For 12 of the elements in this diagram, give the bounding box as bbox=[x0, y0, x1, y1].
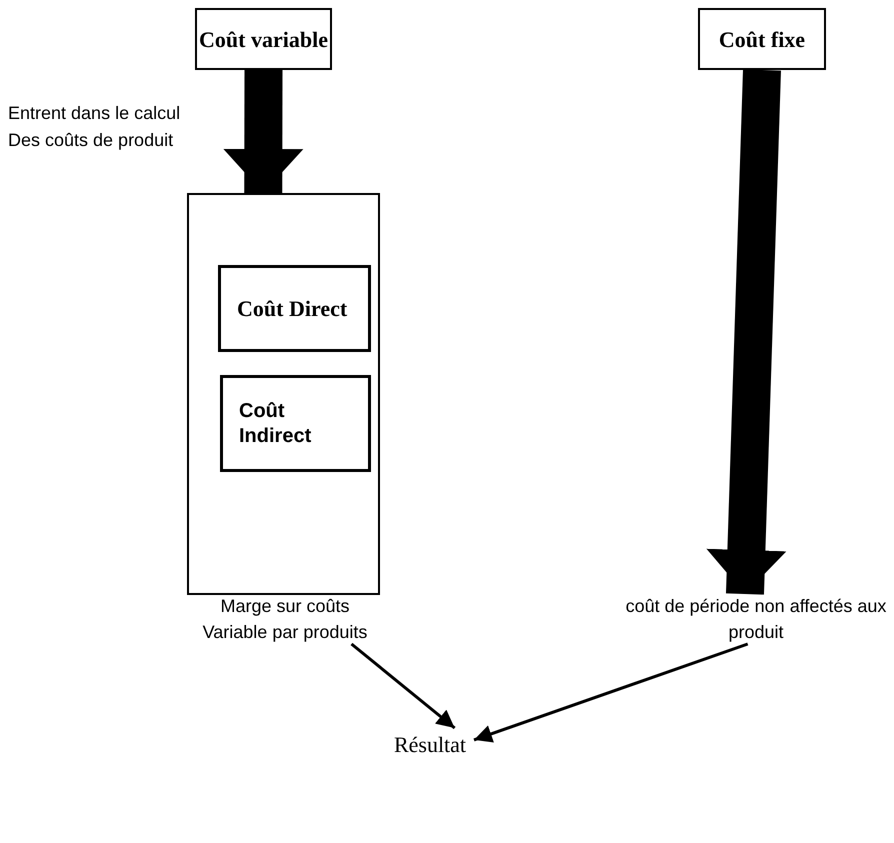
arrow bbox=[223, 70, 304, 194]
arrow bbox=[350, 642, 456, 730]
text-label: coût de période non affectés aux produit bbox=[618, 594, 894, 644]
cost-box: Coût Indirect bbox=[220, 375, 371, 472]
arrow bbox=[474, 642, 748, 742]
container-box bbox=[187, 193, 380, 595]
arrow bbox=[706, 69, 786, 595]
cost-box: Coût Direct bbox=[218, 265, 371, 352]
result-label: Résultat bbox=[386, 728, 474, 762]
cost-box: Coût fixe bbox=[698, 8, 826, 70]
cost-box: Coût variable bbox=[195, 8, 332, 70]
text-label: Marge sur coûts Variable par produits bbox=[190, 594, 380, 644]
